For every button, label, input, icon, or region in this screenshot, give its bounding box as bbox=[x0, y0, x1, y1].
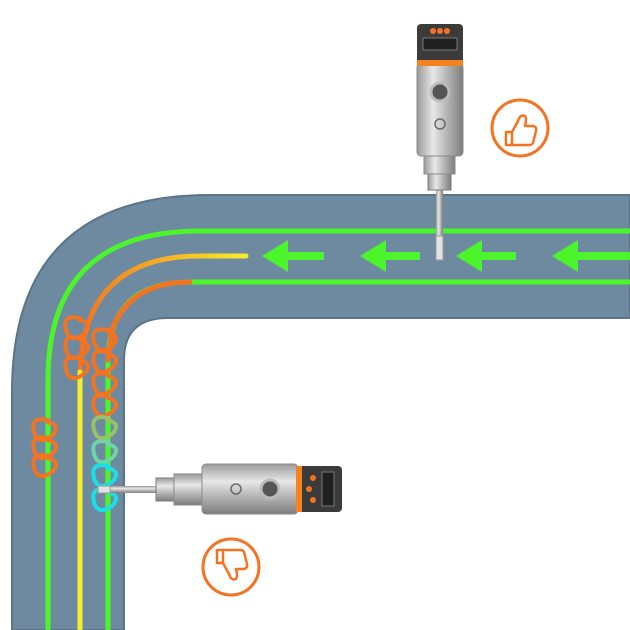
sensor-connector bbox=[429, 81, 451, 103]
bottom-sensor bbox=[97, 463, 342, 515]
flow-line-bottom bbox=[105, 279, 630, 630]
sensor-logo bbox=[230, 483, 242, 495]
sensor-hex-nut bbox=[427, 171, 452, 191]
vertical-flow bbox=[45, 279, 193, 630]
sensor-button-3 bbox=[310, 497, 316, 503]
thumbs-up-icon bbox=[490, 98, 550, 158]
sensor-hex-nut bbox=[155, 477, 177, 502]
sensor-button-2 bbox=[437, 28, 443, 34]
flow-arrows bbox=[262, 240, 630, 272]
sensor-probe-tip bbox=[435, 235, 444, 261]
sensor-button-1 bbox=[430, 28, 436, 34]
sensor-neck bbox=[173, 473, 205, 506]
thumbs-down-icon bbox=[201, 537, 261, 597]
flow-arrow-1 bbox=[552, 240, 630, 272]
sensor-logo bbox=[434, 118, 446, 130]
turbulence bbox=[31, 315, 119, 513]
sensor-probe bbox=[436, 188, 443, 240]
flow-arrow-4 bbox=[262, 240, 324, 272]
sensor-probe bbox=[100, 486, 158, 493]
sensor-display-band bbox=[417, 60, 463, 66]
sensor-display-housing bbox=[296, 466, 342, 512]
top-sensor bbox=[416, 24, 464, 261]
sensor-display-band bbox=[296, 466, 302, 512]
pipe bbox=[11, 194, 630, 630]
turbulence-loops-middle bbox=[63, 315, 91, 381]
sensor-probe-tip bbox=[97, 485, 111, 494]
sensor-body bbox=[201, 463, 299, 515]
flow-arrow-2 bbox=[456, 240, 516, 272]
sensor-button-3 bbox=[444, 28, 450, 34]
sensor-display-screen bbox=[422, 37, 458, 51]
sensor-button-1 bbox=[310, 475, 316, 481]
sensor-body bbox=[416, 63, 464, 157]
turbulence-loops-left bbox=[31, 417, 59, 479]
sensor-connector bbox=[259, 478, 281, 500]
turbulence-loops-inner bbox=[91, 327, 119, 513]
flow-arrow-3 bbox=[360, 240, 420, 272]
pipe-body bbox=[11, 194, 630, 630]
sensor-display-screen bbox=[321, 471, 335, 507]
sensor-button-2 bbox=[306, 486, 312, 492]
